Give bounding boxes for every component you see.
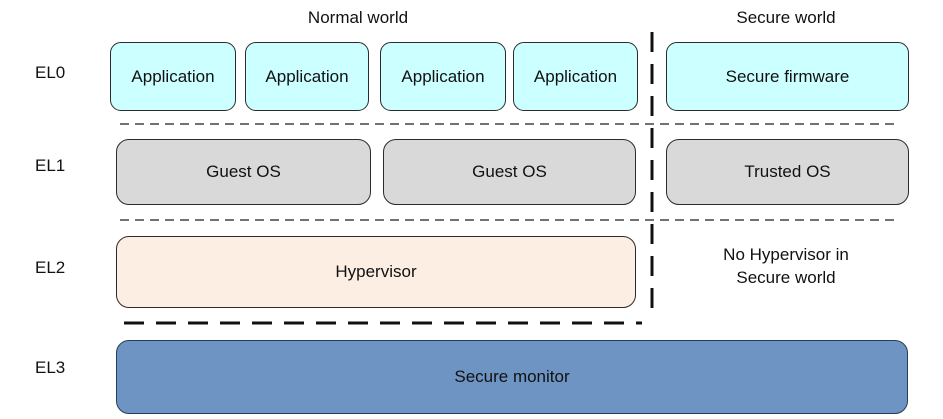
application-box: Application bbox=[513, 42, 638, 111]
trusted-os-box: Trusted OS bbox=[666, 139, 909, 205]
application-box: Application bbox=[380, 42, 506, 111]
no-hypervisor-note: No Hypervisor in Secure world bbox=[668, 243, 904, 289]
secure-world-header: Secure world bbox=[736, 8, 836, 27]
level-label-el1: EL1 bbox=[35, 156, 66, 175]
application-box: Application bbox=[245, 42, 369, 111]
no-hypervisor-line2: Secure world bbox=[736, 268, 836, 287]
level-label-el2: EL2 bbox=[35, 258, 66, 277]
hypervisor-box: Hypervisor bbox=[116, 236, 636, 308]
normal-world-header: Normal world bbox=[307, 8, 409, 27]
application-box: Application bbox=[110, 42, 236, 111]
level-label-el0: EL0 bbox=[35, 63, 66, 82]
secure-firmware-box: Secure firmware bbox=[666, 42, 909, 111]
guest-os-box: Guest OS bbox=[116, 139, 371, 205]
no-hypervisor-line1: No Hypervisor in bbox=[723, 245, 849, 264]
secure-monitor-box: Secure monitor bbox=[116, 340, 908, 414]
level-label-el3: EL3 bbox=[35, 358, 66, 377]
guest-os-box: Guest OS bbox=[383, 139, 636, 205]
